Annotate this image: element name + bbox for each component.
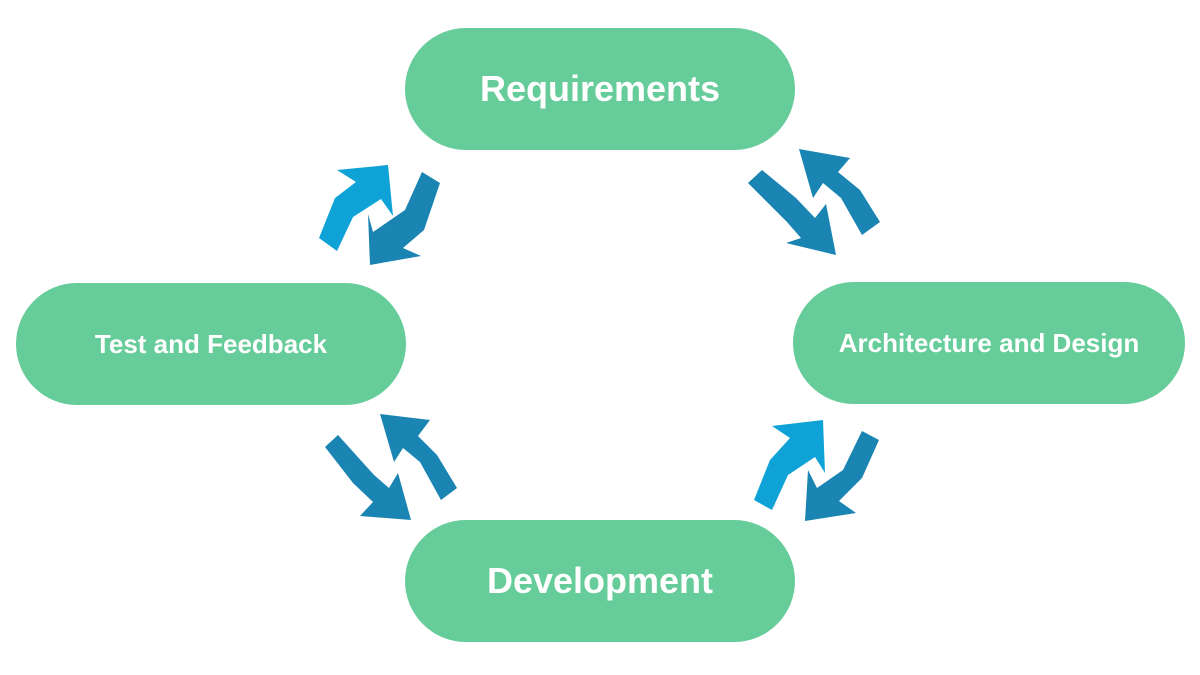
arrow-requirements-to-architecture — [748, 170, 836, 255]
arrow-requirements-to-test — [368, 172, 440, 265]
node-label-development: Development — [486, 560, 714, 601]
arrow-development-to-architecture — [754, 420, 825, 510]
arrow-architecture-to-development — [805, 431, 879, 521]
arrow-test-to-development — [325, 435, 411, 520]
node-test-and-feedback: Test and Feedback — [16, 283, 406, 405]
node-label-test: Test and Feedback — [94, 328, 328, 359]
arrow-test-to-requirements — [319, 165, 393, 251]
node-architecture-and-design: Architecture and Design — [793, 282, 1185, 404]
node-label-requirements: Requirements — [479, 68, 721, 109]
arrow-architecture-to-requirements — [799, 149, 880, 235]
node-requirements: Requirements — [405, 28, 795, 150]
arrow-development-to-test — [380, 414, 457, 500]
node-label-architecture: Architecture and Design — [838, 327, 1140, 358]
node-development: Development — [405, 520, 795, 642]
